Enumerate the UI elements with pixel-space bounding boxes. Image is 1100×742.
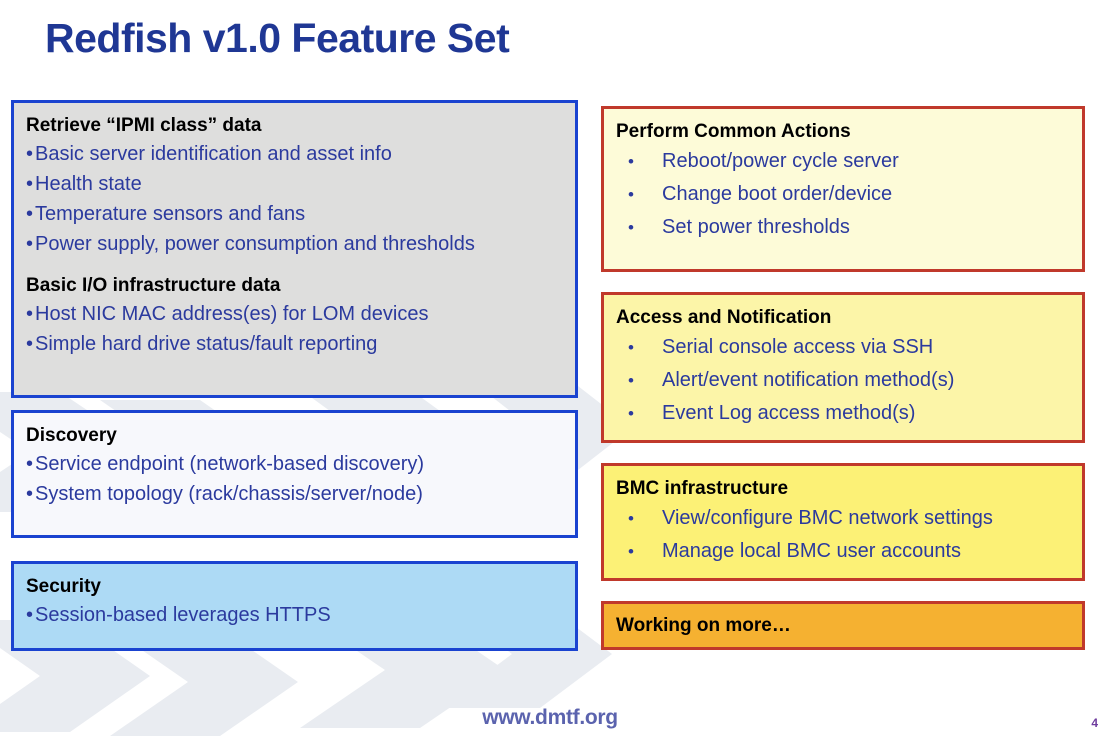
bullet-dot-icon: •	[628, 371, 634, 390]
bullet-dot-icon: •	[26, 203, 34, 225]
page-title: Redfish v1.0 Feature Set	[45, 15, 510, 61]
list-item: • Health state	[26, 169, 575, 199]
footer-website-url[interactable]: www.dmtf.org	[482, 706, 618, 729]
bullet-dot-icon: •	[26, 604, 34, 626]
panel-perform-common-actions: Perform Common Actions • Reboot/power cy…	[601, 106, 1085, 272]
list-item: • Session-based leverages HTTPS	[26, 600, 575, 630]
list-item: • Service endpoint (network-based discov…	[26, 449, 575, 479]
panel-security: Security • Session-based leverages HTTPS	[11, 561, 578, 651]
bullet-dot-icon: •	[26, 233, 34, 255]
list-item: • Manage local BMC user accounts	[616, 535, 1082, 568]
panel-bmc-infrastructure: BMC infrastructure • View/configure BMC …	[601, 463, 1085, 581]
list-item: • Change boot order/device	[616, 178, 1082, 211]
panel-heading: Access and Notification	[616, 307, 832, 328]
panel-heading: Security	[26, 576, 101, 597]
bullet-dot-icon: •	[26, 483, 34, 505]
bullet-dot-icon: •	[628, 218, 634, 237]
panel-ipmi-class-data: Retrieve “IPMI class” data • Basic serve…	[11, 100, 578, 398]
bullet-dot-icon: •	[26, 453, 34, 475]
list-item: • Reboot/power cycle server	[616, 145, 1082, 178]
bullet-dot-icon: •	[628, 509, 634, 528]
list-item: • System topology (rack/chassis/server/n…	[26, 479, 575, 509]
list-item: • Alert/event notification method(s)	[616, 364, 1082, 397]
bullet-dot-icon: •	[26, 303, 34, 325]
bullet-dot-icon: •	[26, 143, 34, 165]
panel-heading: Working on more…	[616, 615, 791, 636]
panel-heading: Retrieve “IPMI class” data	[26, 115, 262, 136]
panel-working-on-more: Working on more…	[601, 601, 1085, 650]
page-number: 4	[1091, 716, 1098, 730]
list-item: • Serial console access via SSH	[616, 331, 1082, 364]
list-item: • Temperature sensors and fans	[26, 199, 575, 229]
list-item: • Simple hard drive status/fault reporti…	[26, 329, 575, 359]
panel-heading: BMC infrastructure	[616, 478, 789, 499]
list-item: • Basic server identification and asset …	[26, 139, 575, 169]
bullet-dot-icon: •	[628, 542, 634, 561]
bullet-dot-icon: •	[628, 338, 634, 357]
bullet-dot-icon: •	[628, 152, 634, 171]
bullet-dot-icon: •	[26, 333, 34, 355]
panel-heading: Basic I/O infrastructure data	[26, 275, 281, 296]
list-item: • View/configure BMC network settings	[616, 502, 1082, 535]
panel-heading: Discovery	[26, 425, 117, 446]
panel-access-and-notification: Access and Notification • Serial console…	[601, 292, 1085, 443]
list-item: • Host NIC MAC address(es) for LOM devic…	[26, 299, 575, 329]
panel-discovery: Discovery • Service endpoint (network-ba…	[11, 410, 578, 538]
list-item: • Event Log access method(s)	[616, 397, 1082, 430]
panel-heading: Perform Common Actions	[616, 121, 851, 142]
bullet-dot-icon: •	[628, 404, 634, 423]
bullet-dot-icon: •	[26, 173, 34, 195]
list-item: • Set power thresholds	[616, 211, 1082, 244]
bullet-dot-icon: •	[628, 185, 634, 204]
list-item: • Power supply, power consumption and th…	[26, 229, 575, 259]
